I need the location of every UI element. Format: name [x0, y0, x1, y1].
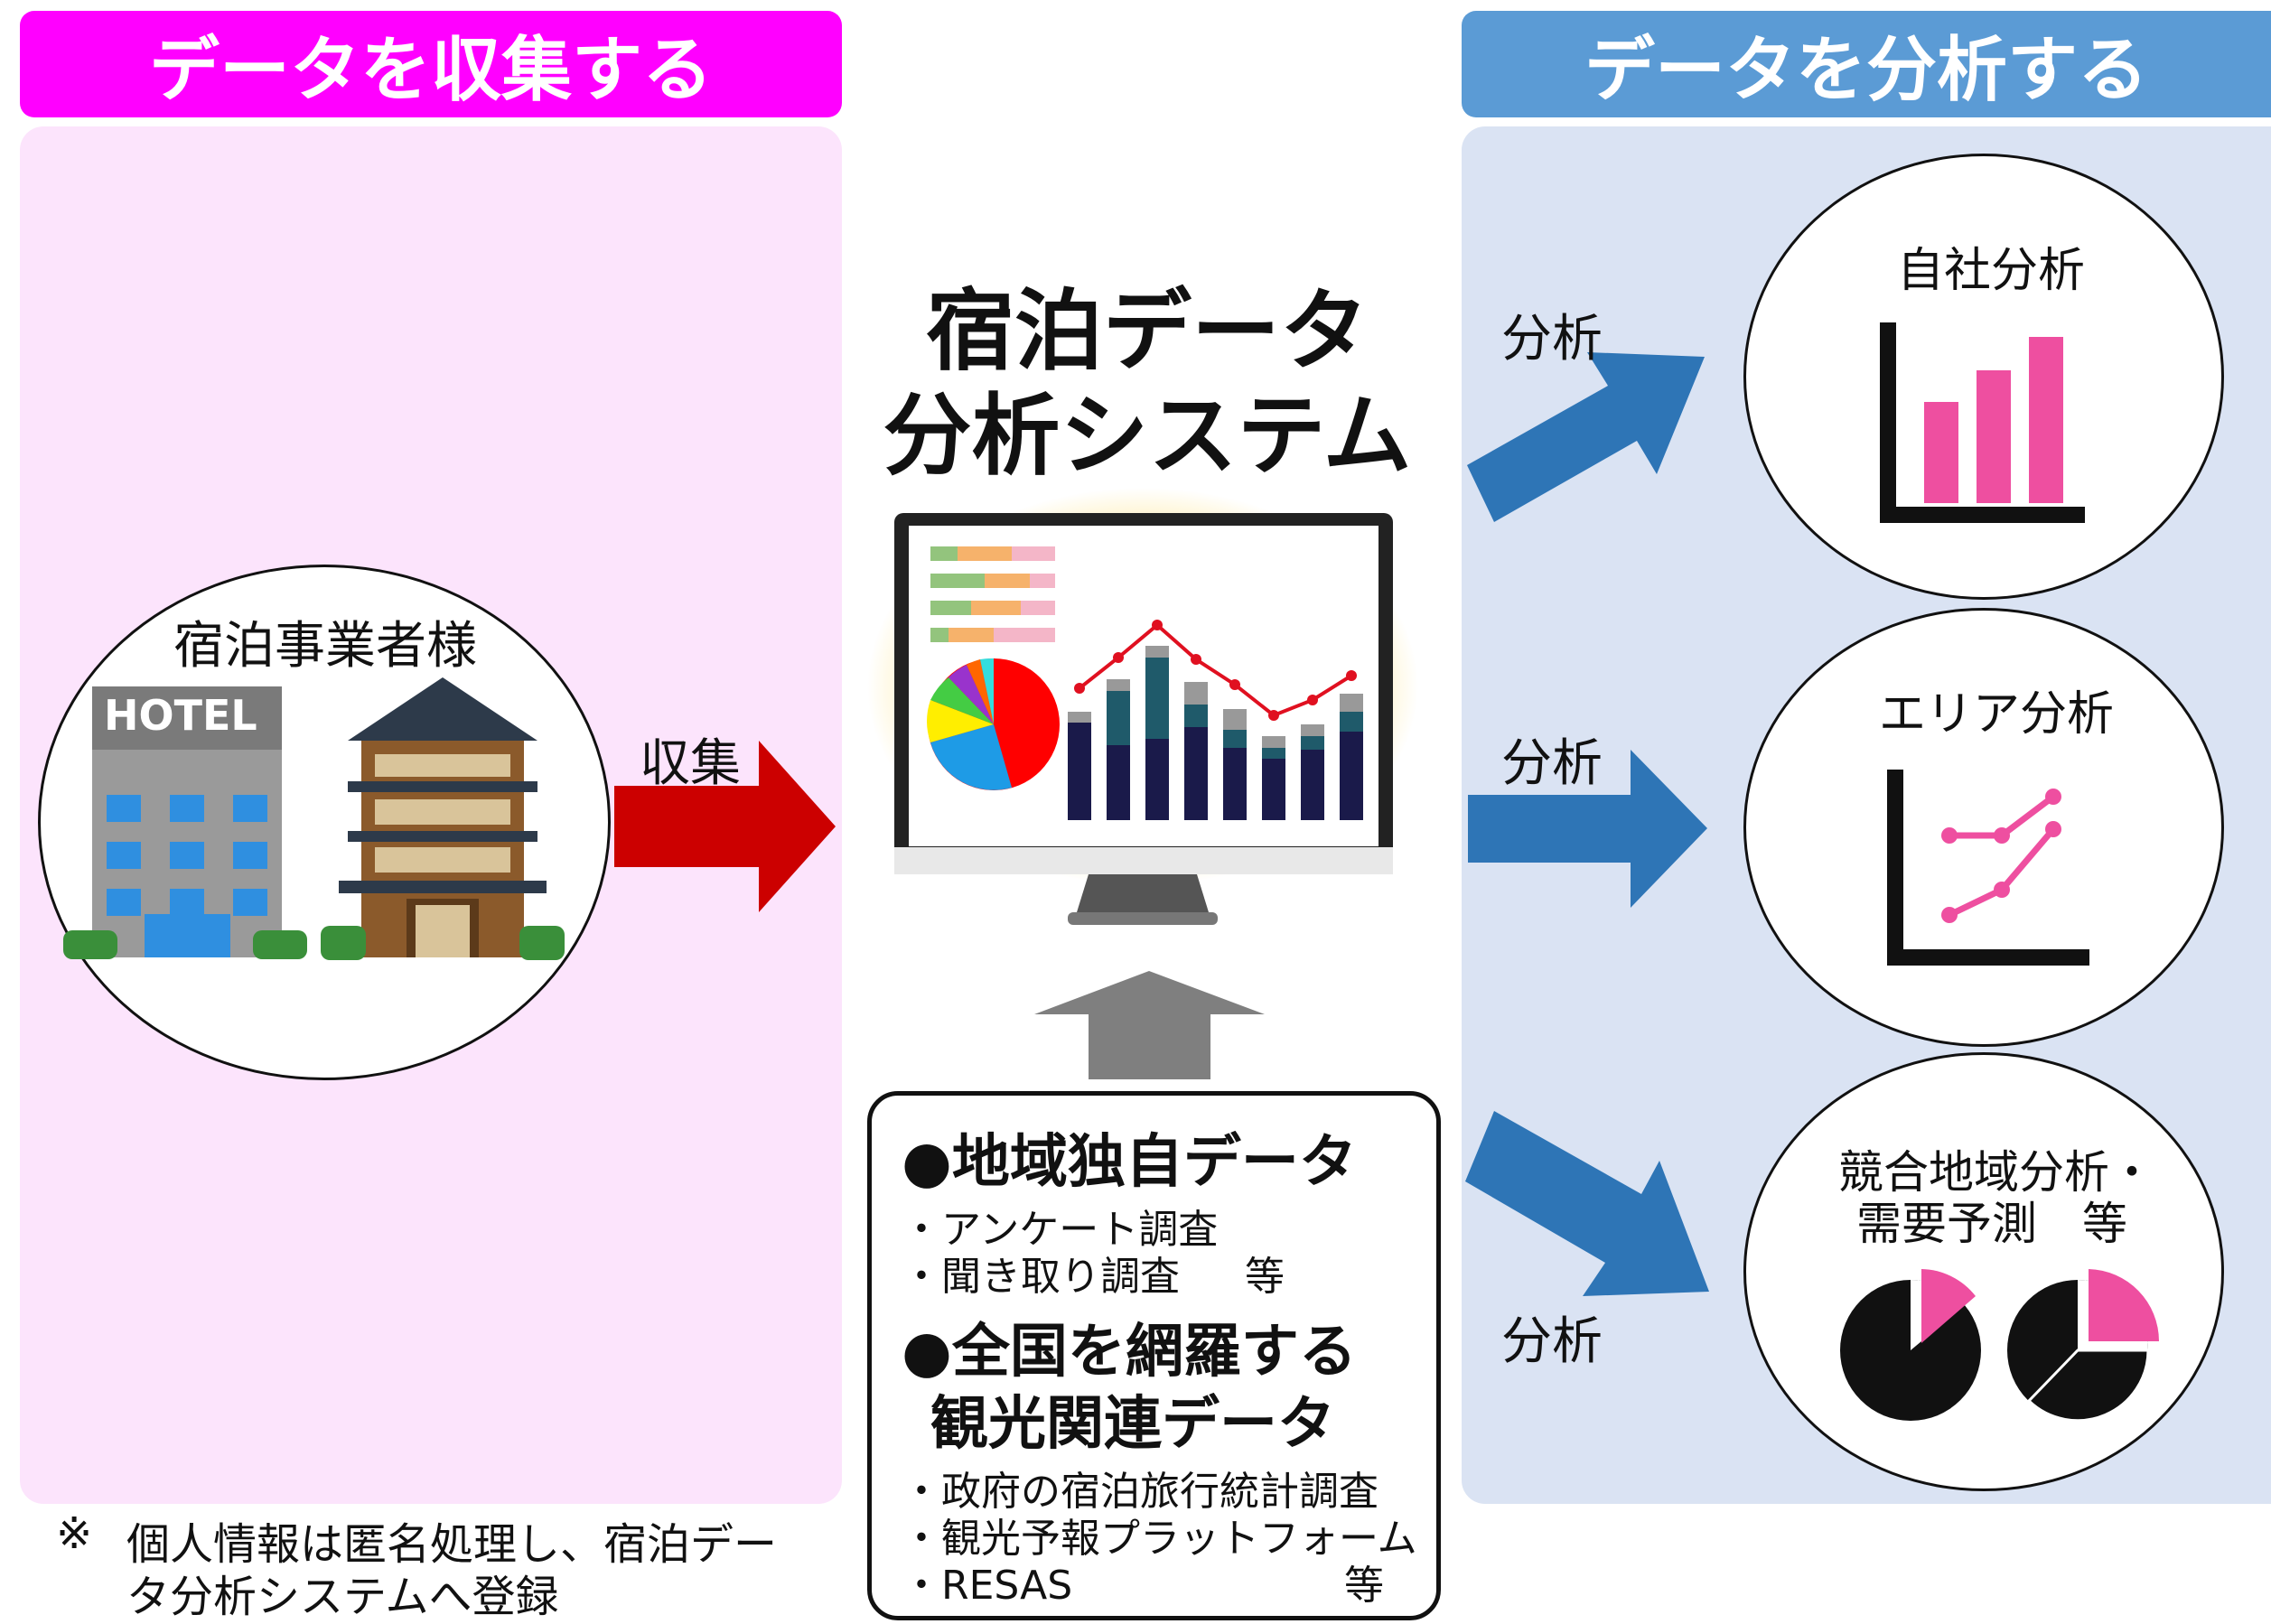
analysis-arrow-area [1468, 750, 1707, 908]
national-item-resas: ・RESAS [902, 1563, 1073, 1609]
analyze-banner: データを分析する [1462, 11, 2271, 117]
hotel-illustration [63, 686, 307, 959]
analysis-arrow-own-label: 分析 [1501, 310, 1603, 369]
note-mark: ※ [56, 1508, 93, 1559]
note-line2: タ分析システムへ登録 [126, 1572, 559, 1622]
ryokan-illustration [321, 677, 565, 960]
local-item-interview: ・聞き取り調査 [902, 1254, 1180, 1300]
competitor-analysis-label-line1: 競合地域分析・ [1838, 1146, 2154, 1199]
collect-banner-label: データを収集する [148, 30, 713, 111]
local-item-survey: ・アンケート調査 [902, 1207, 1219, 1253]
national-data-title1: ●全国を網羅する [902, 1319, 1357, 1386]
local-item-suffix: 等 [1245, 1254, 1285, 1300]
analysis-arrow-area-label: 分析 [1501, 734, 1603, 793]
collect-arrow [614, 741, 836, 912]
area-analysis-circle [1743, 608, 2224, 1047]
local-data-title: ●地域独自データ [902, 1129, 1357, 1196]
analysis-arrow-own [1467, 352, 1705, 522]
national-item-forecast-platform: ・観光予報プラットフォーム [902, 1516, 1417, 1562]
own-analysis-label: 自社分析 [1897, 244, 2086, 298]
monitor-illustration [867, 488, 1418, 925]
competitor-analysis-label-line2: 需要予測 等 [1856, 1198, 2127, 1250]
national-item-suffix: 等 [1344, 1563, 1384, 1609]
analyze-banner-label: データを分析する [1584, 30, 2148, 111]
collect-banner: データを収集する [20, 11, 842, 117]
competitor-analysis-pie-icons [1840, 1269, 2159, 1423]
national-data-title2: 観光関連データ [930, 1391, 1335, 1458]
analysis-arrow-compete-label: 分析 [1501, 1312, 1603, 1371]
data-input-arrow [1034, 971, 1265, 1079]
system-title-line1: 宿泊データ [925, 280, 1369, 383]
note-line1: 個人情報は匿名処理し、宿泊デー [126, 1519, 778, 1570]
collect-arrow-label: 収集 [640, 734, 741, 793]
area-analysis-line-icon [1887, 770, 2089, 966]
analysis-arrow-compete [1465, 1111, 1709, 1296]
hotel-sign: HOTEL [104, 691, 257, 740]
system-title-line2: 分析システム [883, 384, 1412, 488]
own-analysis-bar-icon [1880, 322, 2085, 523]
area-analysis-label: エリア分析 [1879, 687, 2115, 742]
national-item-gov-survey: ・政府の宿泊旅行統計調査 [902, 1469, 1378, 1515]
system-title: 宿泊データ 分析システム [831, 280, 1463, 489]
competitor-analysis-circle [1743, 1052, 2224, 1491]
operator-label: 宿泊事業者様 [173, 617, 477, 676]
data-sources-box [867, 1091, 1441, 1620]
